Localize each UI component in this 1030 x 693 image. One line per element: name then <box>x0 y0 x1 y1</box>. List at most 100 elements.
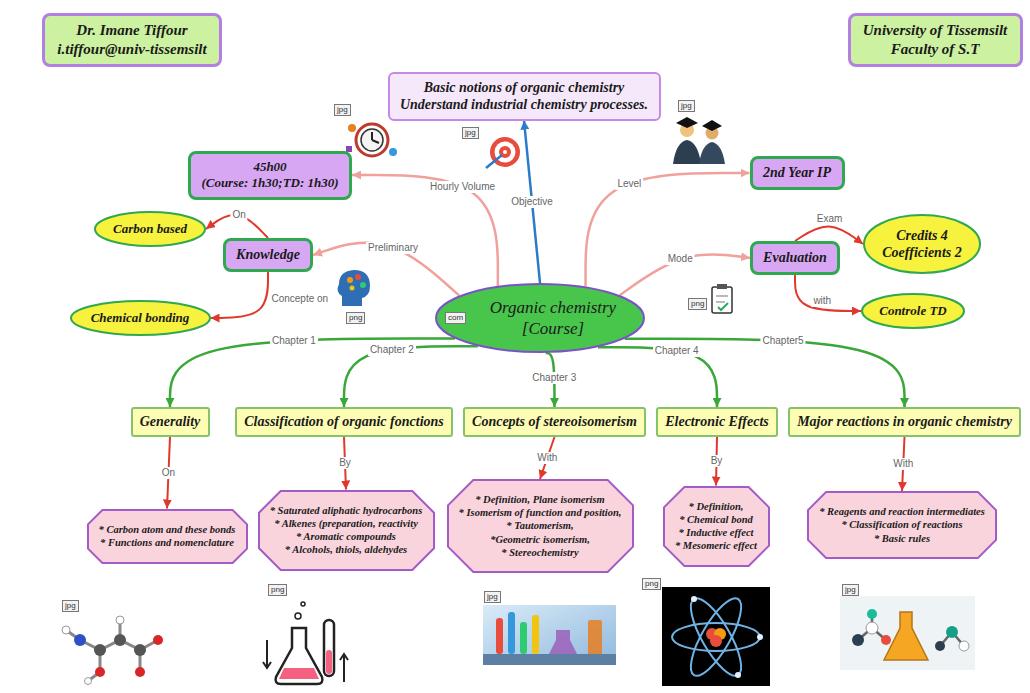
author-box: Dr. Imane Tiffouri.tiffour@univ-tissemsi… <box>42 13 222 67</box>
node-text-group: Generality <box>140 413 201 431</box>
node-text: Major reactions in organic chemistry <box>797 413 1012 431</box>
molecule-picture-part <box>66 620 158 681</box>
node-text: Basic notions of organic chemistry <box>424 79 625 97</box>
file-type-tag: jpg <box>842 584 859 596</box>
file-type-tag: jpg <box>678 100 695 112</box>
content-octagon: * Reagents and reaction intermediates* C… <box>807 491 997 559</box>
molecule-picture-part <box>116 616 124 624</box>
control-ellipse: Controle TD <box>861 293 965 329</box>
evaluation-box: Evaluation <box>750 241 840 275</box>
node-text-group: Major reactions in organic chemistry <box>797 413 1012 431</box>
topic-ellipse: Chemical bonding <box>70 300 211 336</box>
node-text-group: 2nd Year IP <box>763 164 831 182</box>
node-text: * Tautomerism, <box>506 519 573 532</box>
connector-arrow <box>795 275 861 311</box>
clock-icon-part <box>348 124 356 132</box>
head-icon-part <box>360 282 366 288</box>
chemistry-photo-part <box>866 622 878 634</box>
flask-picture-part <box>276 628 323 684</box>
atom-picture-part <box>662 587 770 686</box>
node-text: *Geometric isomerism, <box>490 533 590 546</box>
node-text-group: Organic chemistry [Course] <box>483 297 622 340</box>
graduates-icon <box>673 117 725 164</box>
node-text: 2nd Year IP <box>763 164 831 182</box>
connector-arrow <box>625 339 905 407</box>
connector-label: with <box>811 295 833 307</box>
node-text-group: Carbon based <box>113 221 187 237</box>
node-text: * Chemical bond <box>679 513 753 526</box>
node-text-group: * Definition, Plane isomerism* Isomerism… <box>459 493 622 559</box>
connector-label: Preliminary <box>366 242 420 254</box>
node-text-group: * Reagents and reaction intermediates* C… <box>819 505 985 544</box>
chemistry-photo-part <box>840 596 975 670</box>
node-text: * Mesomeric effect <box>675 539 757 552</box>
octagon-shape <box>88 510 247 563</box>
node-text: * Carbon atom and these bonds <box>99 523 236 536</box>
flask-picture-part <box>295 613 301 619</box>
flask-picture <box>263 602 348 684</box>
laboratory-photo-part <box>483 605 616 665</box>
connector-arrow <box>352 175 498 286</box>
chapter-box: Electronic Effects <box>656 407 778 437</box>
clipboard-icon-part <box>717 284 727 289</box>
node-text: * Saturated aliphatic hydrocarbons <box>270 504 423 517</box>
connector-label: On <box>230 209 247 221</box>
node-text: Credits 4 <box>896 227 948 245</box>
node-text: Faculty of S.T <box>891 40 980 59</box>
node-text: Electronic Effects <box>665 413 769 431</box>
content-octagon: * Definition, Plane isomerism* Isomerism… <box>447 479 634 573</box>
connector-label: With <box>891 458 915 470</box>
node-text: Evaluation <box>763 249 827 267</box>
file-type-tag: png <box>688 298 707 310</box>
node-text-group: Knowledge <box>236 246 300 264</box>
node-text: (Course: 1h30;TD: 1h30) <box>201 175 338 191</box>
octagon-outline <box>663 486 770 567</box>
molecule-picture-part <box>62 626 70 634</box>
node-text-group: * Definition,* Chemical bond* Inductive … <box>675 500 757 553</box>
connector-label: By <box>709 455 725 467</box>
node-text: University of Tissemsilt <box>863 21 1007 40</box>
node-text: * Isomerism of function and position, <box>459 506 622 519</box>
file-type-tag: jpg <box>334 104 351 116</box>
clipboard-icon <box>712 284 732 313</box>
node-text-group: Basic notions of organic chemistryUnders… <box>400 79 648 114</box>
node-text: * Definition, Plane isomerism <box>475 493 605 506</box>
connector-arrow <box>620 254 750 295</box>
connector-label: Chapter 2 <box>368 344 416 356</box>
atom-picture-part <box>682 592 750 682</box>
graduates-icon-part <box>676 117 698 128</box>
content-octagon: * Definition,* Chemical bond* Inductive … <box>663 486 770 567</box>
molecule-picture-part <box>134 644 146 656</box>
university-box: University of TissemsiltFaculty of S.T <box>848 13 1023 67</box>
connector-label: With <box>535 452 559 464</box>
clipboard-icon-part <box>716 296 728 302</box>
flask-picture-part <box>324 620 334 676</box>
connector-label: Hourly Volume <box>428 181 497 193</box>
node-text: * Alcohols, thiols, aldehydes <box>285 543 407 556</box>
file-type-tag: png <box>268 584 287 596</box>
chemistry-photo-part <box>881 635 891 645</box>
connector-label: Chapter 1 <box>270 335 318 347</box>
node-text: Knowledge <box>236 246 300 264</box>
clock-icon-part <box>389 148 397 156</box>
chapter-box: Major reactions in organic chemistry <box>788 407 1021 437</box>
chemistry-photo-part <box>867 609 877 619</box>
molecule-picture-part <box>135 667 145 677</box>
octagon-shape <box>259 491 434 570</box>
clock-icon <box>346 124 397 156</box>
connector-label: Level <box>615 178 643 190</box>
node-text-group: Chemical bonding <box>91 310 190 326</box>
file-type-tag: jpg <box>462 127 479 139</box>
atom-picture <box>662 587 770 686</box>
node-text-group: * Saturated aliphatic hydrocarbons* Alke… <box>270 504 423 557</box>
node-text: Classification of organic fonctions <box>244 413 444 431</box>
atom-picture-part <box>710 635 722 647</box>
laboratory-photo-part <box>532 615 539 654</box>
ellipse-shape <box>862 294 964 328</box>
ellipse-shape <box>71 301 210 335</box>
atom-picture-part <box>682 592 750 682</box>
molecule-picture-part <box>94 644 106 656</box>
node-text: * Functions and nomenclature <box>100 536 234 549</box>
ellipse-outline <box>863 214 981 274</box>
node-text-group: Concepts of stereoisomerism <box>472 413 637 431</box>
